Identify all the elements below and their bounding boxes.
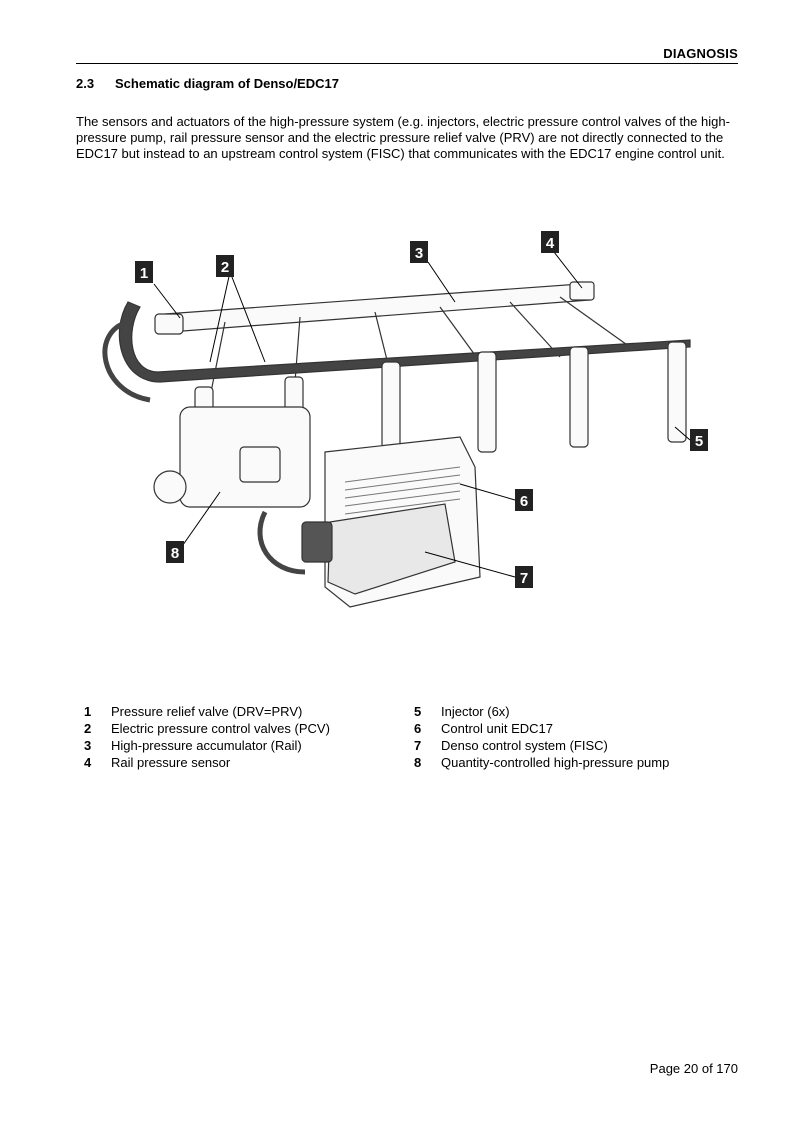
callout-8: 8	[166, 541, 184, 563]
legend-item: 7 Denso control system (FISC)	[414, 737, 669, 754]
legend-item: 4 Rail pressure sensor	[84, 754, 330, 771]
callout-2: 2	[216, 255, 234, 277]
section-title: Schematic diagram of Denso/EDC17	[115, 76, 339, 91]
callout-label: 6	[520, 493, 528, 510]
legend-text: High-pressure accumulator (Rail)	[111, 738, 302, 753]
legend-number: 3	[84, 738, 92, 753]
legend-item: 2 Electric pressure control valves (PCV)	[84, 720, 330, 737]
intro-paragraph: The sensors and actuators of the high-pr…	[76, 114, 730, 161]
legend-item: 1 Pressure relief valve (DRV=PRV)	[84, 703, 330, 720]
callout-label: 2	[221, 259, 229, 276]
legend-item: 5 Injector (6x)	[414, 703, 669, 720]
callout-label: 3	[415, 245, 423, 262]
page-number: Page 20 of 170	[649, 1061, 738, 1076]
rail-drawing	[164, 283, 592, 333]
legend-number: 6	[414, 721, 422, 736]
legend-number: 4	[84, 755, 92, 770]
callout-5: 5	[690, 429, 708, 451]
header-rule	[76, 63, 738, 64]
callout-label: 8	[171, 545, 179, 562]
legend-text: Rail pressure sensor	[111, 755, 231, 770]
system-diagram: 1 2 3 4 5 6 7 8	[102, 231, 708, 608]
fisc-control-system-drawing	[257, 503, 456, 595]
section-number: 2.3	[76, 76, 95, 91]
high-pressure-pump-drawing	[153, 406, 311, 508]
legend-number: 2	[84, 721, 92, 736]
section-heading: 2.3 Schematic diagram of Denso/EDC17	[76, 76, 339, 91]
legend-text: Control unit EDC17	[441, 721, 553, 736]
legend-number: 1	[84, 704, 92, 719]
callout-label: 5	[695, 433, 703, 450]
legend-text: Pressure relief valve (DRV=PRV)	[111, 704, 303, 719]
legend-number: 7	[414, 738, 422, 753]
legend-item: 8 Quantity-controlled high-pressure pump	[414, 754, 669, 771]
callout-6: 6	[515, 489, 533, 511]
callout-7: 7	[515, 566, 533, 588]
legend-number: 5	[414, 704, 422, 719]
callout-label: 1	[140, 265, 148, 282]
legend-left: 1 Pressure relief valve (DRV=PRV) 2 Electr…	[84, 703, 330, 771]
callout-3: 3	[410, 241, 428, 263]
legend-right: 5 Injector (6x) 6 Control unit EDC17 7 Dens…	[414, 703, 669, 771]
callout-4: 4	[541, 231, 559, 253]
legend-number: 8	[414, 755, 422, 770]
legend-text: Electric pressure control valves (PCV)	[111, 721, 330, 736]
legend-text: Quantity-controlled high-pressure pump	[441, 755, 670, 770]
pressure-relief-valve-drawing	[154, 313, 184, 335]
legend-item: 3 High-pressure accumulator (Rail)	[84, 737, 330, 754]
header-title: DIAGNOSIS	[663, 46, 738, 61]
callout-label: 7	[520, 570, 528, 587]
legend-item: 6 Control unit EDC17	[414, 720, 669, 737]
legend-text: Injector (6x)	[441, 704, 510, 719]
callout-label: 4	[546, 235, 555, 252]
callout-1: 1	[135, 261, 153, 283]
rail-pressure-sensor-drawing	[569, 281, 595, 301]
legend-text: Denso control system (FISC)	[441, 738, 608, 753]
